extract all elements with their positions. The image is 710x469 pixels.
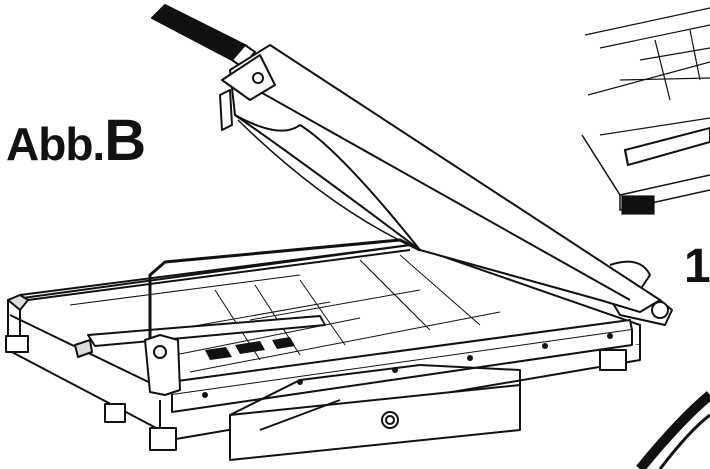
inset-cutter-detail <box>581 7 710 215</box>
figure-label-prefix: Abb. <box>6 118 105 170</box>
blade-arm <box>151 4 661 313</box>
figure-label-letter: B <box>104 108 146 173</box>
curved-fragment <box>636 391 710 469</box>
callout-number: 1 <box>684 240 710 293</box>
figure-label: Abb.B <box>6 112 146 170</box>
cutter-base <box>5 238 673 461</box>
